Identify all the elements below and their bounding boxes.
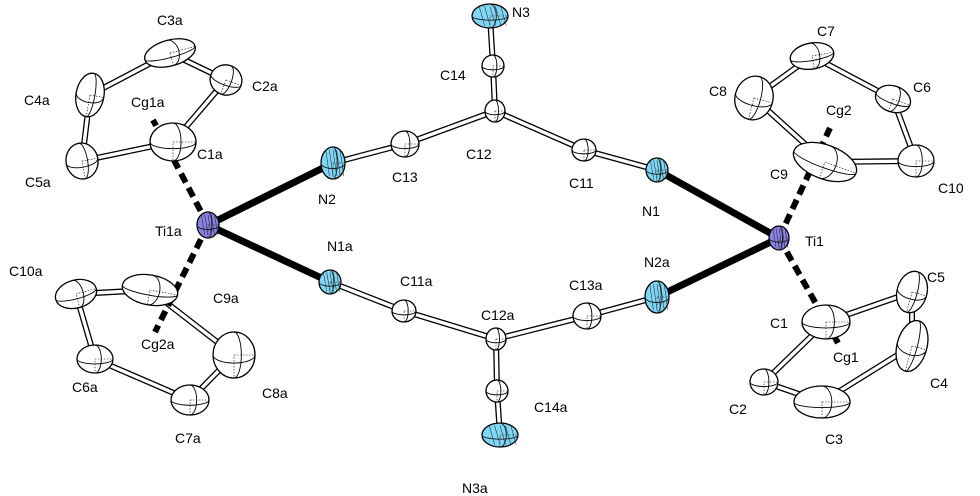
label-n2a: N2a — [644, 254, 670, 270]
label-c10a: C10a — [9, 263, 43, 279]
atom-c2 — [749, 368, 779, 396]
atom-c14 — [481, 54, 505, 78]
label-c7a: C7a — [175, 430, 201, 446]
label-c4a: C4a — [24, 92, 50, 108]
bond-c12a-c13a-core — [494, 314, 589, 341]
label-n2: N2 — [318, 191, 336, 207]
label-n3: N3 — [512, 4, 530, 20]
label-c2a: C2a — [252, 78, 278, 94]
bond-ti1a-n1a — [206, 221, 332, 286]
label-c1a: C1a — [197, 146, 223, 162]
bond-n1a-c11a-core — [328, 280, 406, 313]
label-ti1a: Ti1a — [155, 223, 182, 239]
atom-c4 — [895, 319, 929, 373]
label-c11a: C11a — [400, 273, 433, 289]
label-c6: C6 — [913, 79, 931, 95]
bond-c13-c12-core — [403, 109, 497, 146]
bond-ti1a-n2 — [206, 159, 335, 229]
label-c3: C3 — [825, 431, 843, 447]
label-c2: C2 — [729, 401, 747, 417]
atom-c10a — [54, 278, 98, 310]
label-c12a: C12a — [481, 307, 515, 323]
label-cg2a: Cg2a — [141, 336, 175, 352]
label-c12: C12 — [466, 146, 492, 162]
atom-c3a — [144, 38, 196, 68]
atom-c1 — [801, 304, 851, 340]
bond-n1-ti1 — [655, 166, 781, 242]
atom-c5a — [65, 142, 99, 180]
atom-c7 — [789, 41, 835, 71]
label-c5a: C5a — [25, 174, 51, 190]
label-c8: C8 — [709, 83, 727, 99]
atom-c9a — [121, 273, 179, 307]
atom-n2a — [644, 280, 670, 314]
atom-c2a — [209, 64, 243, 96]
label-c5: C5 — [927, 269, 945, 285]
atom-n2 — [320, 146, 346, 180]
label-c14a: C14a — [534, 399, 568, 415]
atom-n3 — [471, 3, 509, 29]
atom-c12 — [484, 99, 506, 123]
label-c4: C4 — [930, 375, 948, 391]
label-c9a: C9a — [213, 290, 239, 306]
atom-n1 — [645, 157, 669, 183]
bond-c12-c11-core — [493, 109, 586, 152]
label-n1: N1 — [642, 203, 660, 219]
atoms-layer — [54, 3, 935, 448]
bond-c11-n1-core — [582, 148, 659, 172]
atom-c6a — [76, 344, 114, 374]
label-c9: C9 — [770, 166, 788, 182]
label-c1: C1 — [770, 315, 788, 331]
label-c6a: C6a — [72, 379, 98, 395]
atom-c11a — [391, 299, 417, 323]
atom-c8a — [212, 331, 256, 379]
atom-c13 — [390, 130, 420, 158]
atom-c11 — [571, 138, 597, 162]
label-c10: C10 — [938, 180, 964, 196]
atom-c10 — [897, 144, 935, 178]
atom-c13a — [572, 302, 602, 330]
label-cg1a: Cg1a — [131, 94, 165, 110]
label-c13: C13 — [392, 169, 418, 185]
label-c7: C7 — [817, 23, 835, 39]
atom-c5 — [895, 270, 929, 314]
atom-n1a — [318, 269, 342, 295]
label-ti1: Ti1 — [805, 233, 824, 249]
atom-c4a — [75, 72, 105, 118]
atom-c14a — [485, 379, 509, 403]
atom-c7a — [170, 384, 210, 416]
atom-c8 — [734, 75, 774, 121]
label-n1a: N1a — [327, 238, 353, 254]
label-n3a: N3a — [462, 480, 488, 496]
atom-n3a — [481, 422, 519, 448]
label-c11: C11 — [569, 175, 594, 191]
atom-c12a — [485, 327, 507, 351]
atom-ti1a — [196, 211, 220, 239]
atom-c1a — [149, 122, 197, 162]
label-cg2: Cg2 — [826, 102, 852, 118]
label-cg1: Cg1 — [833, 349, 859, 365]
atom-c9 — [792, 141, 858, 183]
label-c3a: C3a — [157, 12, 183, 28]
atom-c3 — [793, 385, 851, 419]
atom-ti1 — [768, 225, 790, 251]
label-c8a: C8a — [262, 385, 288, 401]
bond-n2a-ti1 — [655, 234, 781, 301]
bond-c11a-c12a-core — [402, 309, 498, 341]
label-c14: C14 — [440, 67, 466, 83]
label-c13a: C13a — [569, 277, 603, 293]
atom-c6 — [874, 84, 912, 114]
centroid-bond-2 — [152, 223, 211, 334]
